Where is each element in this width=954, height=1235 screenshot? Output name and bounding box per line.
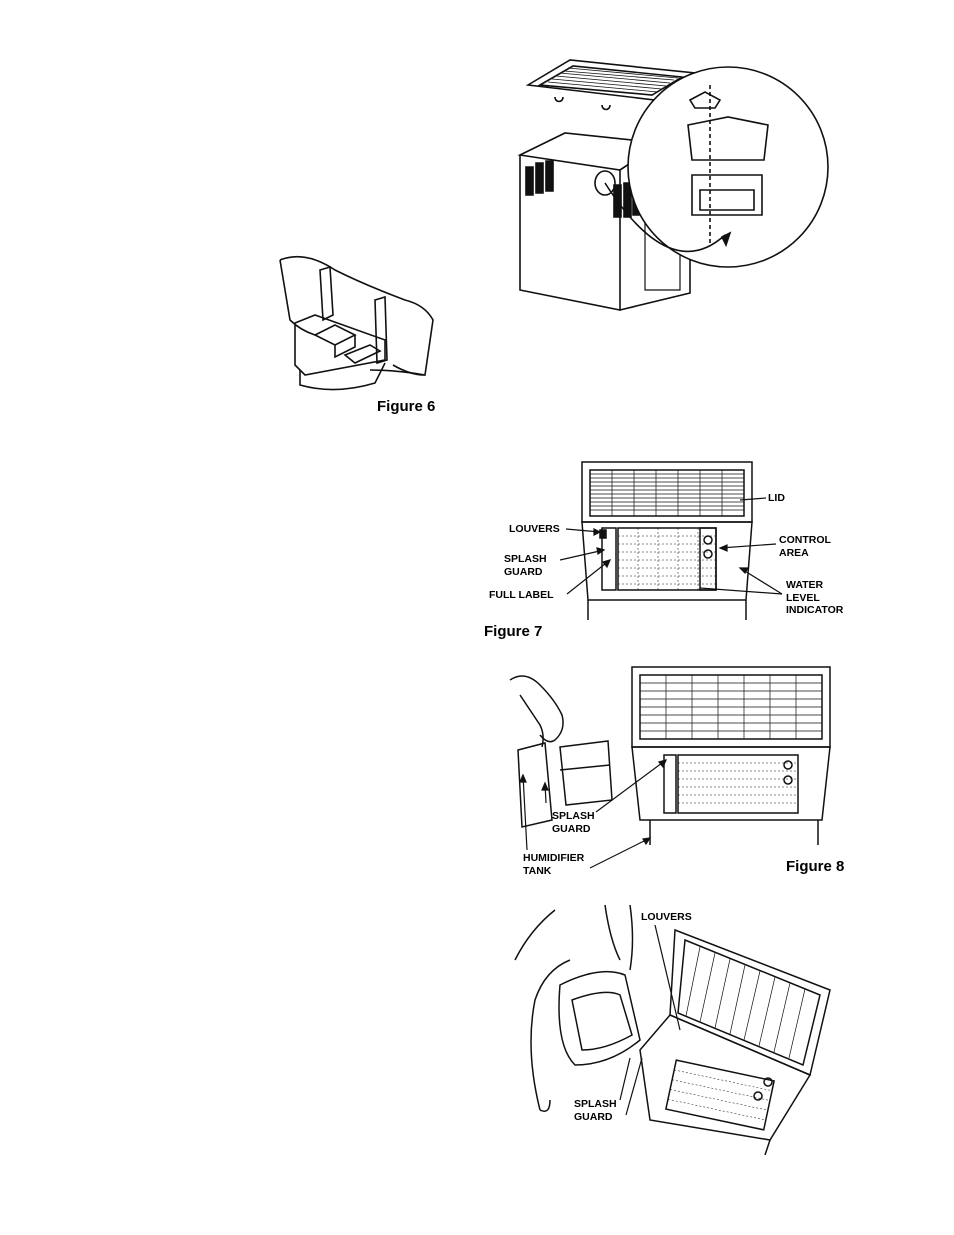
label-full-label: FULL LABEL bbox=[489, 589, 554, 602]
fig8-label-splash-guard: SPLASH GUARD bbox=[552, 810, 595, 835]
humidifier-open-labeled-illustration bbox=[578, 460, 756, 622]
fig8-label-humidifier-tank: HUMIDIFIER TANK bbox=[523, 852, 584, 877]
fig9-label-louvers: LOUVERS bbox=[641, 911, 692, 924]
label-water-level-indicator: WATER LEVEL INDICATOR bbox=[786, 579, 843, 617]
clip-closeup-illustration bbox=[275, 245, 440, 415]
splash-guard-removal-illustration bbox=[500, 655, 840, 855]
label-louvers: LOUVERS bbox=[509, 523, 560, 536]
label-control-area: CONTROL AREA bbox=[779, 534, 831, 559]
figure-7-caption: Figure 7 bbox=[484, 623, 542, 640]
figure-8-caption: Figure 8 bbox=[786, 858, 844, 875]
fig9-label-splash-guard: SPLASH GUARD bbox=[574, 1098, 617, 1123]
figure-6-caption: Figure 6 bbox=[377, 398, 435, 415]
splash-guard-lift-illustration bbox=[510, 900, 850, 1155]
label-lid: LID bbox=[768, 492, 785, 505]
humidifier-clip-illustration bbox=[510, 55, 845, 320]
label-splash-guard: SPLASH GUARD bbox=[504, 553, 547, 578]
